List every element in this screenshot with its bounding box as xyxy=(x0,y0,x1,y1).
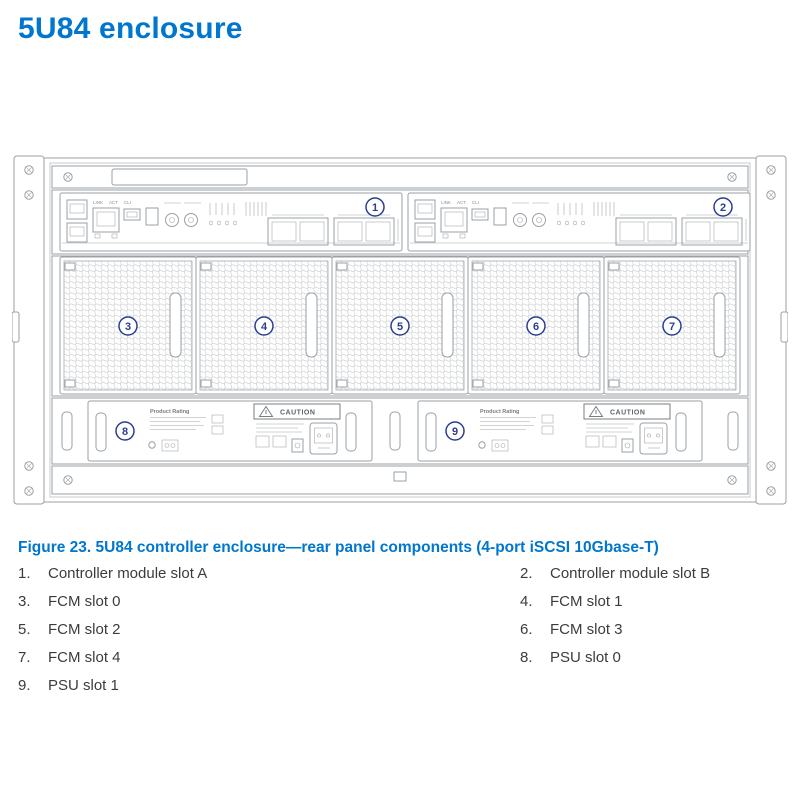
bottom-rail xyxy=(51,465,749,495)
legend-item: 2. Controller module slot B xyxy=(520,566,784,582)
svg-text:6: 6 xyxy=(533,321,539,333)
rack-ear-left xyxy=(11,155,45,505)
page-title: 5U84 enclosure xyxy=(18,12,243,45)
legend-item: 9. PSU slot 1 xyxy=(18,678,520,694)
legend-item-number: 6. xyxy=(520,621,533,638)
legend-list: 1. Controller module slot A 2. Controlle… xyxy=(18,566,784,694)
rack-ear-right xyxy=(755,155,789,505)
callout-8: 8 xyxy=(115,421,135,441)
controller-module-a xyxy=(59,192,403,252)
legend-item-label: FCM slot 4 xyxy=(48,649,121,666)
svg-text:3: 3 xyxy=(125,321,131,333)
legend-item: 8. PSU slot 0 xyxy=(520,650,784,666)
top-rail xyxy=(51,165,749,189)
legend-item-number: 7. xyxy=(18,649,31,666)
legend-item-number: 5. xyxy=(18,621,31,638)
svg-text:1: 1 xyxy=(372,202,378,214)
legend-item-label: PSU slot 0 xyxy=(550,649,621,666)
callout-6: 6 xyxy=(526,316,546,336)
legend-item-label: Controller module slot B xyxy=(550,565,711,582)
svg-text:4: 4 xyxy=(261,321,268,333)
callout-3: 3 xyxy=(118,316,138,336)
legend-item: 3. FCM slot 0 xyxy=(18,594,520,610)
svg-text:9: 9 xyxy=(452,426,458,438)
legend-item-number: 1. xyxy=(18,565,31,582)
legend-item: 5. FCM slot 2 xyxy=(18,622,520,638)
controller-module-b xyxy=(407,192,751,252)
psu-row xyxy=(51,397,749,465)
figure-caption: Figure 23. 5U84 controller enclosure—rea… xyxy=(18,539,659,556)
legend-item-label: FCM slot 0 xyxy=(48,593,121,610)
legend-item: 6. FCM slot 3 xyxy=(520,622,784,638)
callout-2: 2 xyxy=(713,197,733,217)
legend-item-number: 2. xyxy=(520,565,533,582)
legend-item-label: Controller module slot A xyxy=(48,565,208,582)
legend-item-label: FCM slot 2 xyxy=(48,621,121,638)
callout-1: 1 xyxy=(365,197,385,217)
callout-5: 5 xyxy=(390,316,410,336)
legend-item-number: 9. xyxy=(18,677,31,694)
legend-item: 7. FCM slot 4 xyxy=(18,650,520,666)
fcm-row xyxy=(51,255,749,397)
legend-item-label: FCM slot 3 xyxy=(550,621,623,638)
callout-7: 7 xyxy=(662,316,682,336)
svg-text:5: 5 xyxy=(397,321,403,333)
enclosure-diagram: LINK ACT CLI xyxy=(11,150,789,512)
callout-9: 9 xyxy=(445,421,465,441)
callout-4: 4 xyxy=(254,316,274,336)
legend-item-label: PSU slot 1 xyxy=(48,677,119,694)
svg-text:7: 7 xyxy=(669,321,675,333)
legend-item-number: 8. xyxy=(520,649,533,666)
svg-text:2: 2 xyxy=(720,202,726,214)
legend-item-label: FCM slot 1 xyxy=(550,593,623,610)
legend-item-number: 4. xyxy=(520,593,533,610)
legend-item: 1. Controller module slot A xyxy=(18,566,520,582)
legend-item-number: 3. xyxy=(18,593,31,610)
controller-row xyxy=(51,189,751,255)
rear-panel-drawing: LINK ACT CLI xyxy=(11,155,789,505)
svg-text:8: 8 xyxy=(122,426,128,438)
legend-item: 4. FCM slot 1 xyxy=(520,594,784,610)
